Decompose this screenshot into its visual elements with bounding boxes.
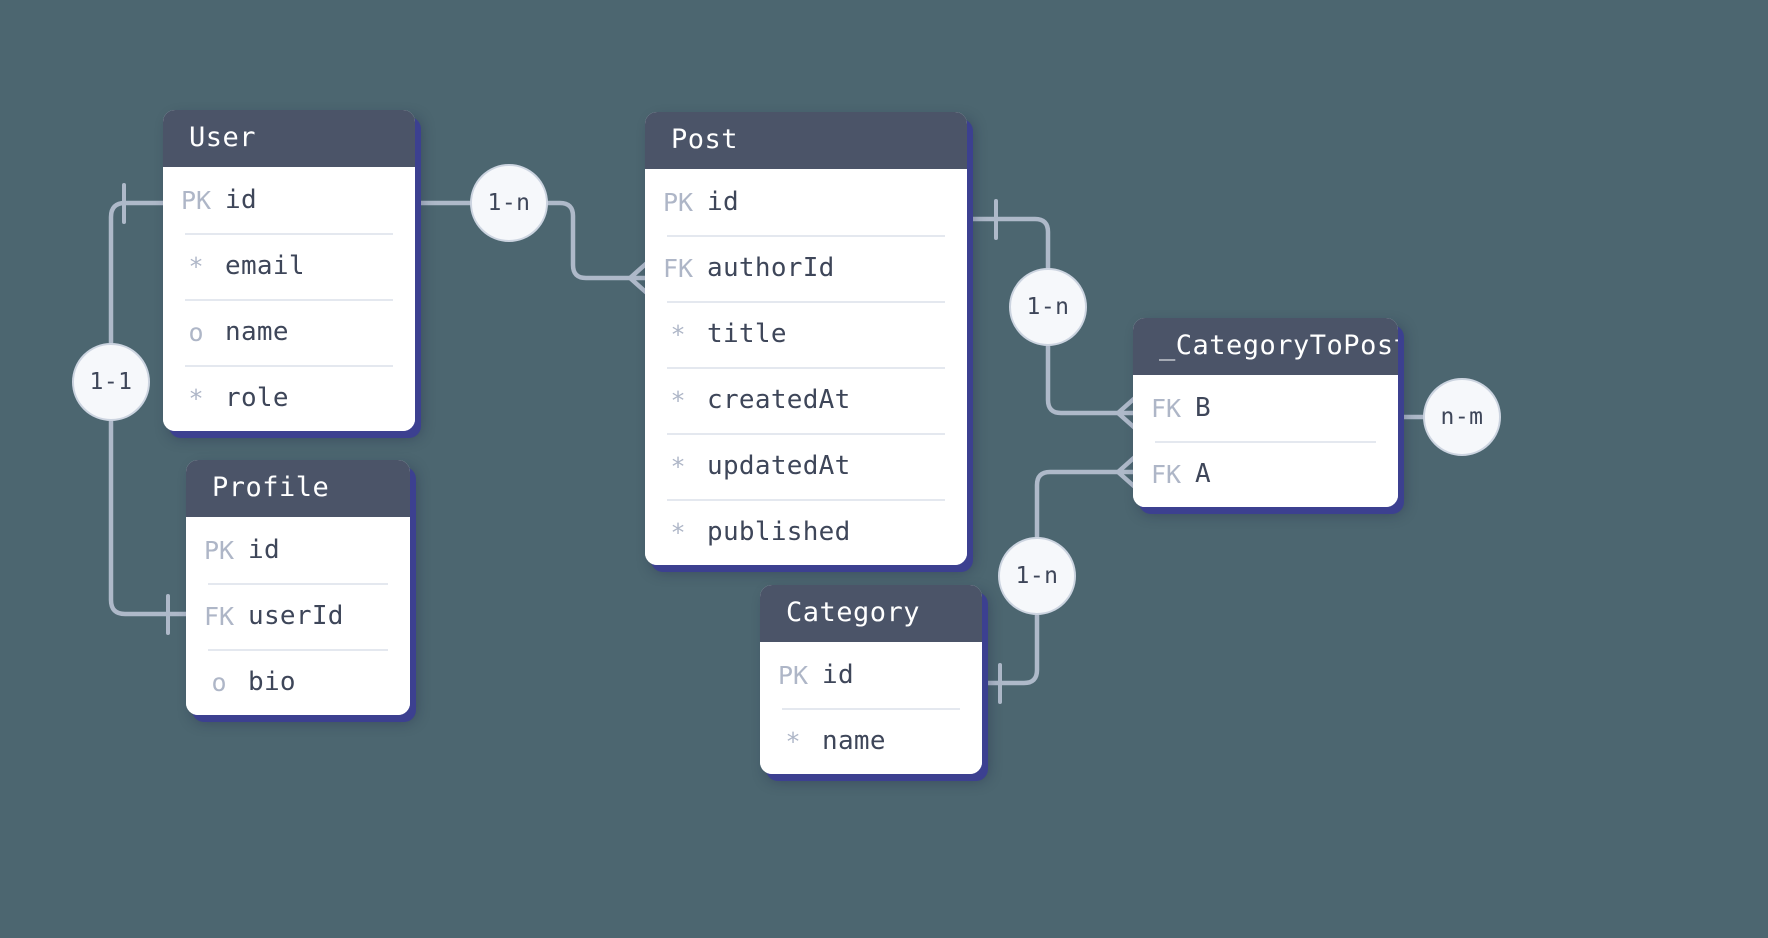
field-name: updatedAt [707,451,851,481]
field-row[interactable]: PK id [760,642,982,708]
entity-title-profile: Profile [186,460,410,517]
field-row[interactable]: * createdAt [645,367,967,433]
entity-title-post: Post [645,112,967,169]
field-marker: PK [203,535,235,565]
field-name: userId [248,601,344,631]
field-marker: * [670,517,686,547]
edge-category-ctp-top [1034,469,1121,540]
field-row[interactable]: FK B [1133,375,1398,441]
field-row[interactable]: * title [645,301,967,367]
relationship-badge-category-ctp[interactable]: 1-n [998,537,1076,615]
field-row[interactable]: * updatedAt [645,433,967,499]
edge-category-ctp-bottom [979,612,1040,686]
field-name: role [225,383,289,413]
entity-title-categorytopost: _CategoryToPost [1133,318,1398,375]
field-name: id [248,535,280,565]
field-marker: o [188,317,204,347]
edge-user-profile-top [108,200,166,346]
field-marker: * [785,726,801,756]
field-row[interactable]: FK A [1133,441,1398,507]
field-marker: o [211,667,227,697]
edge-user-post-right [545,200,633,281]
field-name: bio [248,667,296,697]
field-marker: * [670,385,686,415]
field-name: title [707,319,787,349]
field-marker: * [670,319,686,349]
field-row[interactable]: * published [645,499,967,565]
edge-post-ctp-top [964,216,1051,271]
field-name: id [822,660,854,690]
field-marker: PK [662,187,694,217]
field-row[interactable]: * role [163,365,415,431]
field-marker: PK [180,185,212,215]
field-row[interactable]: FK authorId [645,235,967,301]
field-row[interactable]: PK id [645,169,967,235]
relationship-badge-user-profile[interactable]: 1-1 [72,343,150,421]
entity-fields-categorytopost: FK B FK A [1133,375,1398,507]
field-marker: PK [777,660,809,690]
entity-title-category: Category [760,585,982,642]
field-row[interactable]: PK id [186,517,410,583]
field-row[interactable]: FK userId [186,583,410,649]
field-name: name [225,317,289,347]
field-marker: FK [1150,393,1182,423]
field-name: id [225,185,257,215]
field-marker: * [670,451,686,481]
field-name: name [822,726,886,756]
field-row[interactable]: * name [760,708,982,774]
field-name: id [707,187,739,217]
field-name: published [707,517,851,547]
relationship-badge-post-categorytopost[interactable]: 1-n [1009,268,1087,346]
edge-post-ctp-bottom [1045,343,1121,416]
relationship-badge-category-post-nm[interactable]: n-m [1423,378,1501,456]
field-name: email [225,251,305,281]
field-marker: * [188,251,204,281]
field-name: A [1195,459,1211,489]
field-name: B [1195,393,1211,423]
field-marker: FK [662,253,694,283]
entity-title-user: User [163,110,415,167]
edge-user-profile-bottom [108,418,189,617]
relationship-badge-user-post[interactable]: 1-n [470,164,548,242]
field-marker: FK [203,601,235,631]
field-row[interactable]: * email [163,233,415,299]
field-name: authorId [707,253,835,283]
field-row[interactable]: PK id [163,167,415,233]
field-name: createdAt [707,385,851,415]
entity-fields-category: PK id * name [760,642,982,774]
field-marker: * [188,383,204,413]
field-marker: FK [1150,459,1182,489]
